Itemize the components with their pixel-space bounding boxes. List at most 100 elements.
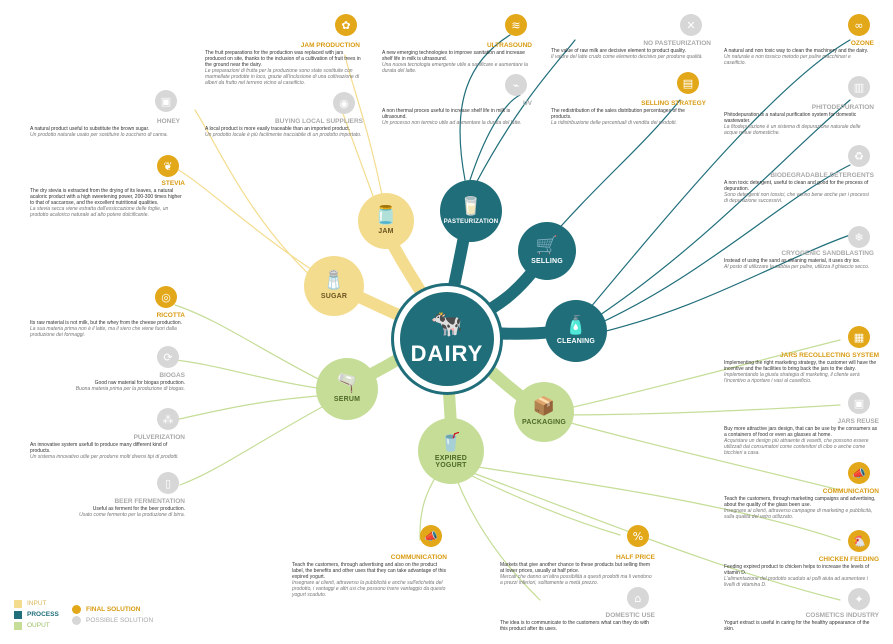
half-price-text: HALF PRICE Markets that give another cha… <box>500 554 655 586</box>
ozone-title: OZONE <box>850 40 874 47</box>
cryogenic-icon[interactable]: ❄ <box>848 226 870 248</box>
phitodepuration-icon[interactable]: ▥ <box>848 76 870 98</box>
jam-production-text: JAM PRODUCTION <box>205 42 360 50</box>
stevia-desc: The dry stevia is extracted from the dry… <box>30 188 182 206</box>
stevia-icon[interactable]: ❦ <box>157 155 179 177</box>
hub-sugar[interactable]: 🧂 SUGAR <box>304 256 364 316</box>
communication-right-icon[interactable]: 📣 <box>848 462 870 484</box>
jam-production-desc: The fruit preparations for the productio… <box>205 50 361 68</box>
legend-output: OUPUT <box>14 620 59 631</box>
honey-icon[interactable]: ▣ <box>155 90 177 112</box>
ozone-icon[interactable]: ∞ <box>848 14 870 36</box>
chicken-title: CHICKEN FEEDING <box>818 556 879 563</box>
half-price-it: Mercati che danno un'altra possibilità a… <box>500 574 652 586</box>
selling-strategy-icon[interactable]: ▤ <box>677 72 699 94</box>
hub-pasteurization[interactable]: 🥛 PASTEURIZATION <box>440 180 502 242</box>
phitodepuration-title: PHITODEPURATION <box>811 104 874 111</box>
domestic-text: DOMESTIC USE The idea is to communicate … <box>500 612 655 632</box>
half-price-icon[interactable]: % <box>627 525 649 547</box>
honey-title: HONEY <box>156 118 180 125</box>
no-pasteurization-icon[interactable]: ✕ <box>680 14 702 36</box>
legend-input: INPUT <box>14 598 59 609</box>
ricotta-text: RICOTTA Its raw material is not milk, bu… <box>30 312 185 338</box>
legend-process-swatch <box>14 610 22 619</box>
domestic-desc: The idea is to communicate to the custom… <box>500 620 649 632</box>
pulverization-icon[interactable]: ⁂ <box>157 408 179 430</box>
no-pasteurization-desc: The value of raw milk are decisive eleme… <box>551 48 686 54</box>
cosmetics-desc: Yogurt extract is useful in caring for t… <box>724 620 870 632</box>
cryogenic-title: CRYOGENIC SANDBLASTING <box>781 250 874 257</box>
legend-possible-dot <box>72 616 81 625</box>
half-price-desc: Markets that give another chance to thes… <box>500 562 651 574</box>
buying-local-title: BUYING LOCAL SUPPLIERS <box>274 118 363 125</box>
hub-serum-label: SERUM <box>333 396 361 403</box>
cleaning-icon: 🧴 <box>564 315 588 336</box>
beer-icon[interactable]: ▯ <box>157 472 179 494</box>
chicken-text: CHICKEN FEEDING Feeding expired product … <box>724 556 879 588</box>
package-icon: 📦 <box>532 396 556 417</box>
phitodepuration-text: PHITODEPURATION Phitodepuration is a nat… <box>724 104 874 136</box>
legend-output-swatch <box>14 621 22 630</box>
phitodepuration-it: La fitodepurazione è un sistema di depur… <box>724 124 861 136</box>
hub-cleaning-label: CLEANING <box>556 338 596 345</box>
uv-text: UV A non thermal proces useful to increa… <box>382 100 532 126</box>
dairy-center-node[interactable]: 🐄 DAIRY <box>394 286 500 392</box>
legend-final-label: FINAL SOLUTION <box>86 606 141 613</box>
jars-reuse-icon[interactable]: ▣ <box>848 392 870 414</box>
stevia-text: STEVIA The dry stevia is extracted from … <box>30 180 185 218</box>
biogas-title: BIOGAS <box>159 372 185 379</box>
ricotta-title: RICOTTA <box>156 312 185 319</box>
ozone-text: OZONE A natural and non toxic way to cle… <box>724 40 874 66</box>
communication-bottom-icon[interactable]: 📣 <box>420 525 442 547</box>
no-pasteurization-it: Il valore del latte crudo come elemento … <box>551 54 703 60</box>
pulverization-text: PULVERIZATION An innovative system usefu… <box>30 434 185 460</box>
hub-yogurt-label: EXPIRED YOGURT <box>434 454 468 469</box>
ultrasound-text: ULTRASOUND A new emerging technologies t… <box>382 42 532 74</box>
jars-reuse-text: JARS REUSE Buy more attractive jars desi… <box>724 418 879 456</box>
chicken-icon[interactable]: 🐔 <box>848 530 870 552</box>
hub-selling[interactable]: 🛒 SELLING <box>518 222 576 280</box>
cosmetics-icon[interactable]: ✦ <box>848 588 870 610</box>
ricotta-icon[interactable]: ◎ <box>155 286 177 308</box>
cosmetics-text: COSMETICS INDUSTRY Yogurt extract is use… <box>724 612 879 632</box>
pulverization-title: PULVERIZATION <box>133 434 185 441</box>
jam-production-icon[interactable]: ✿ <box>335 14 357 36</box>
hub-cleaning[interactable]: 🧴 CLEANING <box>545 300 607 362</box>
ultrasound-title: ULTRASOUND <box>486 42 532 49</box>
biogas-it: Buona materia prima per la produzione di… <box>75 386 185 392</box>
biogas-text: BIOGAS Good raw material for biogas prod… <box>30 372 185 392</box>
center-label: DAIRY <box>410 341 484 366</box>
hub-packaging[interactable]: 📦 PACKAGING <box>514 382 574 442</box>
uv-icon[interactable]: ⌁ <box>505 74 527 96</box>
legend-possible: POSSIBLE SOLUTION <box>72 615 153 626</box>
jam-production-it: Le preparazioni di frutta per la produzi… <box>205 68 360 86</box>
domestic-icon[interactable]: ⌂ <box>627 587 649 609</box>
communication-bottom-title: COMMUNICATION <box>390 554 447 561</box>
legend-input-label: INPUT <box>27 600 47 607</box>
beer-text: BEER FERMENTATION Useful as ferment for … <box>30 498 185 518</box>
biodegradable-icon[interactable]: ♻ <box>848 145 870 167</box>
hub-serum[interactable]: 🫗 SERUM <box>316 358 378 420</box>
hub-jam[interactable]: 🫙 JAM <box>358 193 414 249</box>
jars-reuse-it: Acquistare un design più attraente di va… <box>724 438 869 456</box>
jars-reuse-title: JARS REUSE <box>837 418 879 425</box>
pour-icon: 🫗 <box>335 373 359 394</box>
beer-title: BEER FERMENTATION <box>114 498 185 505</box>
jars-recollecting-icon[interactable]: ▦ <box>848 326 870 348</box>
biogas-icon[interactable]: ⟳ <box>157 346 179 368</box>
hub-yogurt[interactable]: 🥤 EXPIRED YOGURT <box>418 418 484 484</box>
jars-reuse-desc: Buy more attractive jars design, that ca… <box>724 426 878 438</box>
legend-solutions: FINAL SOLUTION POSSIBLE SOLUTION <box>72 604 153 626</box>
buying-local-icon[interactable]: ◉ <box>333 92 355 114</box>
biogas-desc: Good raw material for biogas production. <box>94 380 185 386</box>
biodegradable-desc: A non toxic detergent, useful to clean a… <box>724 180 869 192</box>
communication-right-desc: Teach the customers, through marketing c… <box>724 496 876 508</box>
hub-jam-label: JAM <box>378 228 394 235</box>
beer-desc: Useful as ferment for the beer productio… <box>92 506 185 512</box>
ultrasound-icon[interactable]: ≋ <box>505 14 527 36</box>
beer-it: Usato come fermento per la produzione di… <box>79 512 185 518</box>
ozone-it: Un naturale e non tossico metodo per pul… <box>724 54 851 66</box>
communication-right-text: COMMUNICATION Teach the customers, throu… <box>724 488 879 520</box>
hub-pasteurization-label: PASTEURIZATION <box>443 218 499 225</box>
legend-process: PROCESS <box>14 609 59 620</box>
